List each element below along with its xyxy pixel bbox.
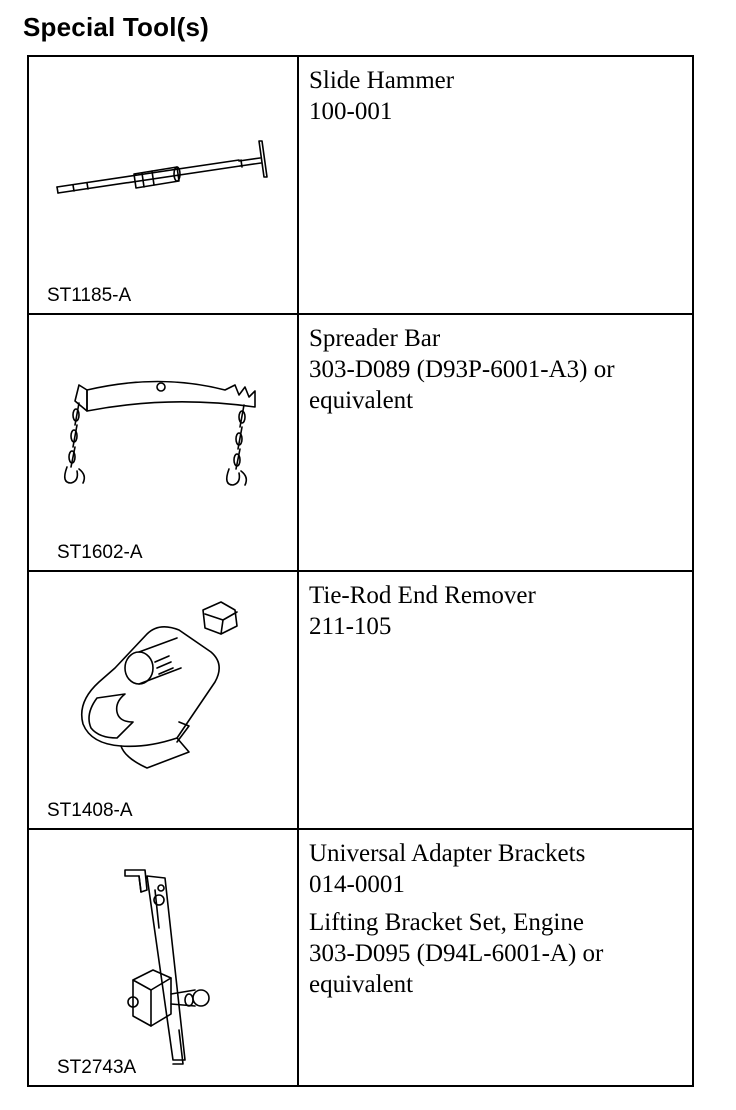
tool-name: Spreader Bar <box>309 324 441 352</box>
spreader-bar-icon <box>63 380 256 486</box>
tool-number-2-cont: equivalent <box>309 970 414 998</box>
table-row: ST2743A Universal Adapter Brackets 014-0… <box>27 827 694 1087</box>
tool-number: 014-0001 <box>309 870 405 898</box>
table-row: ST1185-A Slide Hammer 100-001 <box>27 55 694 315</box>
figure-code: ST1602-A <box>57 542 143 563</box>
table-row: ST1602-A Spreader Bar 303-D089 (D93P-600… <box>27 312 694 572</box>
tool-number: 303-D089 (D93P-6001-A3) or <box>309 355 615 383</box>
figure-code: ST2743A <box>57 1057 137 1078</box>
tool-name: Tie-Rod End Remover <box>309 582 536 609</box>
figure-code: ST1185-A <box>47 284 132 306</box>
tool-illustration-cell: ST1185-A <box>27 55 299 315</box>
tool-description: Tie-Rod End Remover 211-105 <box>297 570 694 830</box>
tool-description: Slide Hammer 100-001 <box>297 55 694 315</box>
page-title: Special Tool(s) <box>23 12 209 42</box>
tool-number-2: 303-D095 (D94L-6001-A) or <box>309 939 604 967</box>
figure-code: ST1408-A <box>47 799 133 821</box>
tool-description: Universal Adapter Brackets 014-0001 Lift… <box>297 827 694 1087</box>
tool-description: Spreader Bar 303-D089 (D93P-6001-A3) or … <box>297 312 694 572</box>
tool-name: Universal Adapter Brackets <box>309 839 586 867</box>
slide-hammer-icon <box>56 140 268 194</box>
tool-name-2: Lifting Bracket Set, Engine <box>309 908 584 936</box>
tool-illustration-cell: ST2743A <box>27 827 299 1087</box>
special-tools-table: ST1185-A Slide Hammer 100-001 <box>27 55 694 1087</box>
tool-illustration-cell: ST1408-A <box>27 570 299 830</box>
tie-rod-end-remover-icon <box>80 601 238 769</box>
adapter-bracket-icon <box>124 868 210 1065</box>
tool-number: 100-001 <box>309 98 393 125</box>
table-row: ST1408-A Tie-Rod End Remover 211-105 <box>27 570 694 830</box>
tool-illustration-cell: ST1602-A <box>27 312 299 572</box>
tool-name: Slide Hammer <box>309 67 455 94</box>
tool-number: 211-105 <box>309 613 392 640</box>
tool-number-cont: equivalent <box>309 386 414 414</box>
